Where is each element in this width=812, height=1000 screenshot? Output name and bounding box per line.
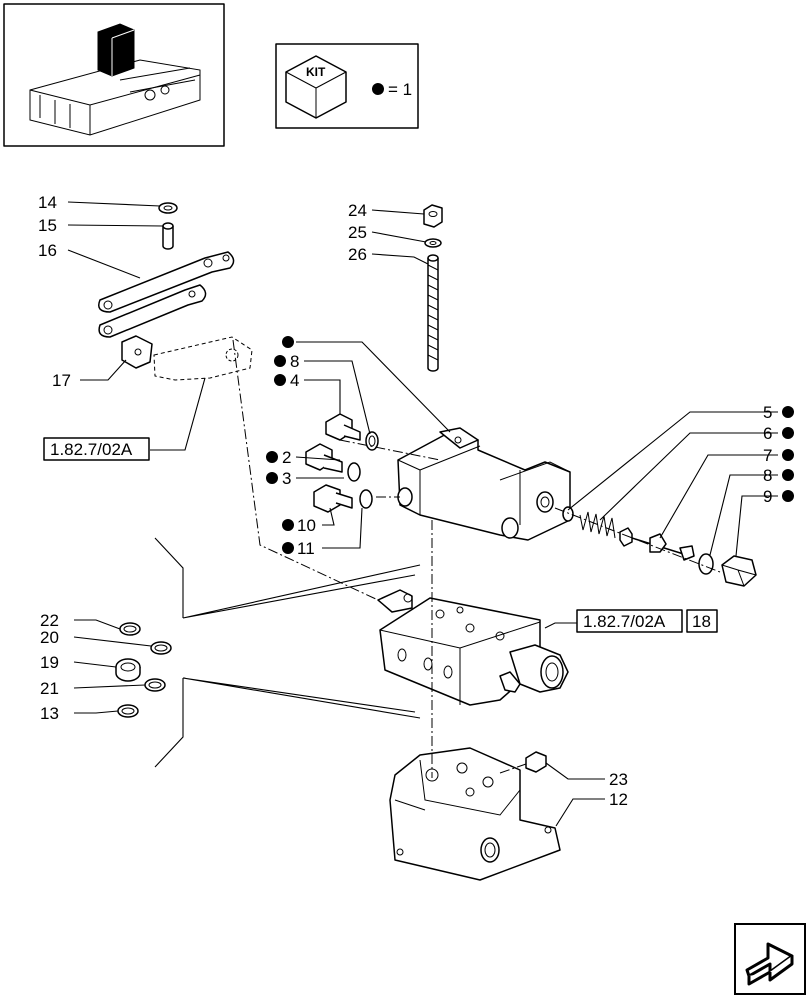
part-21-o-ring[interactable]	[144, 678, 166, 692]
kit-badge-text: KIT	[306, 65, 326, 79]
kit-dot-icon	[782, 490, 794, 502]
assembly-thumbnail[interactable]	[3, 3, 225, 147]
part-19-bushing[interactable]	[115, 658, 141, 682]
callout-6[interactable]: 6	[763, 424, 772, 443]
part-7-valve-stem[interactable]	[619, 527, 695, 561]
leader-lines	[67, 201, 778, 827]
bullet-dot-icon	[372, 83, 384, 95]
distributor-block[interactable]	[377, 589, 569, 706]
callout-14[interactable]: 14	[38, 193, 57, 212]
part-24-nut[interactable]	[423, 204, 443, 228]
callout-11[interactable]: 11	[297, 539, 315, 558]
next-page-button[interactable]	[734, 923, 806, 995]
callout-19[interactable]: 19	[40, 653, 59, 672]
kit-dot-icon	[782, 406, 794, 418]
seal-group-bracket	[154, 537, 421, 768]
part-4-plug[interactable]	[325, 413, 361, 441]
kit-dot-icon	[266, 472, 278, 484]
valve-body[interactable]	[397, 427, 571, 541]
reference-link-text[interactable]: 1.82.7/02A	[50, 440, 133, 459]
kit-dot-icon	[282, 519, 294, 531]
part-15-pin[interactable]	[162, 222, 174, 250]
kit-dot-icon	[282, 336, 294, 348]
reference-page-number[interactable]: 18	[692, 612, 711, 631]
callout-2[interactable]: 2	[282, 448, 291, 467]
callout-12[interactable]: 12	[609, 790, 628, 809]
part-11-seal[interactable]	[359, 489, 373, 509]
part-22-o-ring[interactable]	[119, 622, 141, 636]
kit-dot-icon	[274, 374, 286, 386]
part-3-seal[interactable]	[347, 462, 361, 482]
callout-7[interactable]: 7	[763, 446, 772, 465]
callout-22[interactable]: 22	[40, 611, 59, 630]
callout-3[interactable]: 3	[282, 469, 291, 488]
part-20-o-ring[interactable]	[150, 641, 172, 655]
kit-dot-icon	[782, 427, 794, 439]
callout-10[interactable]: 10	[297, 516, 316, 535]
reference-link-text[interactable]: 1.82.7/02A	[583, 612, 666, 631]
kit-equals-text: = 1	[388, 80, 412, 99]
part-9-plug[interactable]	[721, 555, 757, 587]
part-10-plug[interactable]	[313, 484, 353, 513]
callout-4[interactable]: 4	[290, 371, 299, 390]
kit-dot-icon	[782, 449, 794, 461]
part-25-washer[interactable]	[424, 238, 442, 248]
kit-dot-icon	[274, 355, 286, 367]
kit-dot-icon	[282, 542, 294, 554]
callout-26[interactable]: 26	[348, 245, 367, 264]
kit-legend: KIT = 1	[275, 43, 419, 129]
callout-8-right[interactable]: 8	[763, 466, 772, 485]
part-8-seal-left[interactable]	[365, 431, 379, 451]
part-12-base-housing[interactable]	[389, 747, 561, 881]
callout-9[interactable]: 9	[763, 487, 772, 506]
part-26-stud[interactable]	[427, 254, 439, 372]
reference-box-1[interactable]: 1.82.7/02A	[43, 437, 150, 461]
part-17-clevis[interactable]	[121, 335, 153, 369]
kit-cube-icon	[285, 55, 347, 119]
callout-15[interactable]: 15	[38, 216, 57, 235]
callout-23[interactable]: 23	[609, 770, 628, 789]
assembly-axis-lines	[232, 339, 721, 778]
callout-16[interactable]: 16	[38, 241, 57, 260]
kit-dot-icon	[266, 451, 278, 463]
callout-21[interactable]: 21	[40, 679, 59, 698]
forward-arrow-icon	[745, 942, 794, 986]
callout-24[interactable]: 24	[348, 201, 367, 220]
part-5-washer[interactable]	[562, 506, 574, 522]
callout-25[interactable]: 25	[348, 223, 367, 242]
part-14-ring[interactable]	[158, 202, 178, 214]
callout-20[interactable]: 20	[40, 628, 59, 647]
reference-box-2[interactable]: 1.82.7/02A 18	[576, 609, 718, 633]
callout-labels: 14 15 16 17 24 25 26 8 4 2 3 10 11 5 6 7…	[38, 193, 794, 809]
kit-dot-icon	[782, 469, 794, 481]
part-13-o-ring[interactable]	[117, 704, 139, 718]
callout-13[interactable]: 13	[40, 704, 59, 723]
part-23-plug[interactable]	[525, 751, 547, 773]
callout-8-left[interactable]: 8	[290, 352, 299, 371]
callout-5[interactable]: 5	[763, 403, 772, 422]
callout-17[interactable]: 17	[52, 371, 71, 390]
hidden-bracket-outline	[153, 336, 253, 381]
part-8-seal-right[interactable]	[698, 553, 714, 575]
part-16-lever-links[interactable]	[98, 251, 235, 338]
